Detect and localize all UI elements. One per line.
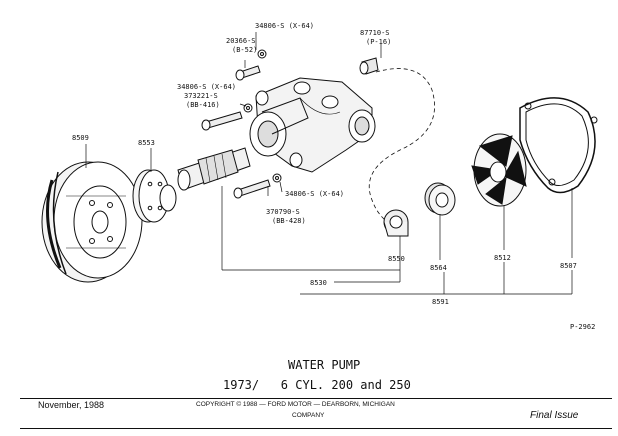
callout-87710-code: (P-16)	[366, 38, 391, 46]
callout-370790: 370790-S	[266, 208, 300, 216]
footer-rule-top	[20, 398, 612, 399]
washer-34806-s-top	[257, 49, 267, 59]
callout-8550: 8550	[388, 255, 405, 263]
callout-20366-code: (B-52)	[232, 46, 257, 54]
callout-8553: 8553	[138, 139, 155, 147]
bolt-20366-s	[235, 65, 261, 81]
impeller-8512	[471, 133, 527, 207]
diagram-subtitle: 1973/ 6 CYL. 200 and 250	[223, 378, 411, 392]
callout-8509: 8509	[72, 134, 89, 142]
seal-8564	[424, 182, 456, 216]
callout-8564: 8564	[430, 264, 447, 272]
plug-87710-s	[359, 57, 379, 75]
hub-8553	[132, 169, 177, 223]
callout-373221-code: (BB-416)	[186, 101, 220, 109]
figure-reference: P-2962	[570, 323, 595, 331]
shaft-bearing-8530	[177, 147, 251, 191]
dashed-routing-line	[368, 68, 435, 229]
washer-34806-s-mid	[243, 103, 253, 113]
diagram-title: WATER PUMP	[288, 358, 361, 372]
leader-lines	[85, 32, 573, 295]
footer-rule-bottom	[20, 428, 612, 429]
gasket-8507	[519, 97, 598, 194]
callout-8507: 8507	[560, 262, 577, 270]
footer-copyright: COPYRIGHT © 1988 — FORD MOTOR — DEARBORN…	[196, 401, 395, 408]
pulley-8509	[41, 161, 143, 283]
callout-8512: 8512	[494, 254, 511, 262]
callout-34806-top: 34806-S (X-64)	[255, 22, 314, 30]
callout-87710: 87710-S	[360, 29, 390, 37]
seal-8550	[383, 209, 409, 237]
bolt-370790-s	[233, 179, 271, 199]
callout-373221: 373221-S	[184, 92, 218, 100]
callout-34806-low: 34806-S (X-64)	[285, 190, 344, 198]
pump-housing	[249, 77, 376, 173]
callout-8591: 8591	[432, 298, 449, 306]
footer-date: November, 1988	[38, 400, 105, 410]
washer-34806-s-low	[272, 173, 282, 183]
callout-370790-code: (BB-428)	[272, 217, 306, 225]
bolt-373221-s	[201, 111, 243, 131]
callout-34806-mid: 34806-S (X-64)	[177, 83, 236, 91]
footer-company: COMPANY	[292, 412, 325, 419]
callout-8530: 8530	[310, 279, 327, 287]
footer-status: Final Issue	[530, 410, 579, 421]
callout-20366: 20366-S	[226, 37, 256, 45]
